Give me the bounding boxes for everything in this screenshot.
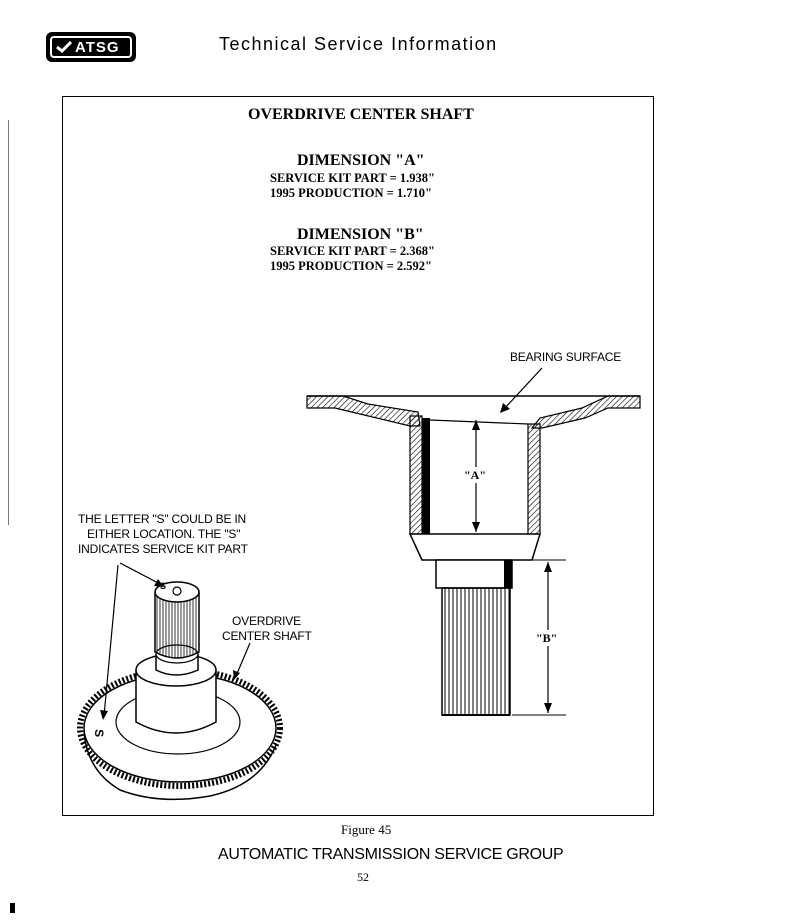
dimension-b-title: DIMENSION "B": [297, 226, 424, 243]
bearing-surface-label: BEARING SURFACE: [510, 350, 622, 364]
figure-frame: [62, 96, 654, 816]
note-line-3: INDICATES SERVICE KIT PART: [78, 542, 248, 556]
shaft-cross-section: [306, 367, 641, 716]
dimension-b-marker: "B": [536, 631, 558, 645]
note-line-2: EITHER LOCATION. THE "S": [87, 527, 241, 541]
s-mark-side: S: [91, 729, 106, 737]
figure-heading: OVERDRIVE CENTER SHAFT: [248, 106, 474, 123]
check-swoosh-icon: [56, 41, 72, 53]
dimension-b-service-kit: SERVICE KIT PART = 2.368": [270, 244, 435, 258]
shaft-label-line-1: OVERDRIVE: [232, 614, 301, 628]
footer-organization: AUTOMATIC TRANSMISSION SERVICE GROUP: [218, 846, 564, 863]
dimension-a-production: 1995 PRODUCTION = 1.710": [270, 186, 432, 200]
logo-text: ATSG: [75, 38, 120, 56]
s-mark-top: S: [160, 581, 166, 591]
dimension-a-service-kit: SERVICE KIT PART = 1.938": [270, 171, 435, 185]
dimension-a-title: DIMENSION "A": [297, 152, 425, 169]
dimension-a-marker: "A": [464, 468, 486, 482]
atsg-logo: ATSG: [46, 32, 136, 62]
figure-caption: Figure 45: [341, 822, 392, 837]
scan-edge-line: [8, 120, 9, 525]
page-number: 52: [357, 870, 369, 884]
scan-corner-mark: [10, 903, 15, 913]
dimension-b-production: 1995 PRODUCTION = 2.592": [270, 259, 432, 273]
shaft-isometric: [77, 562, 283, 801]
note-line-1: THE LETTER "S" COULD BE IN: [78, 512, 247, 526]
shaft-label-line-2: CENTER SHAFT: [222, 629, 312, 643]
page-header-title: Technical Service Information: [219, 34, 498, 54]
